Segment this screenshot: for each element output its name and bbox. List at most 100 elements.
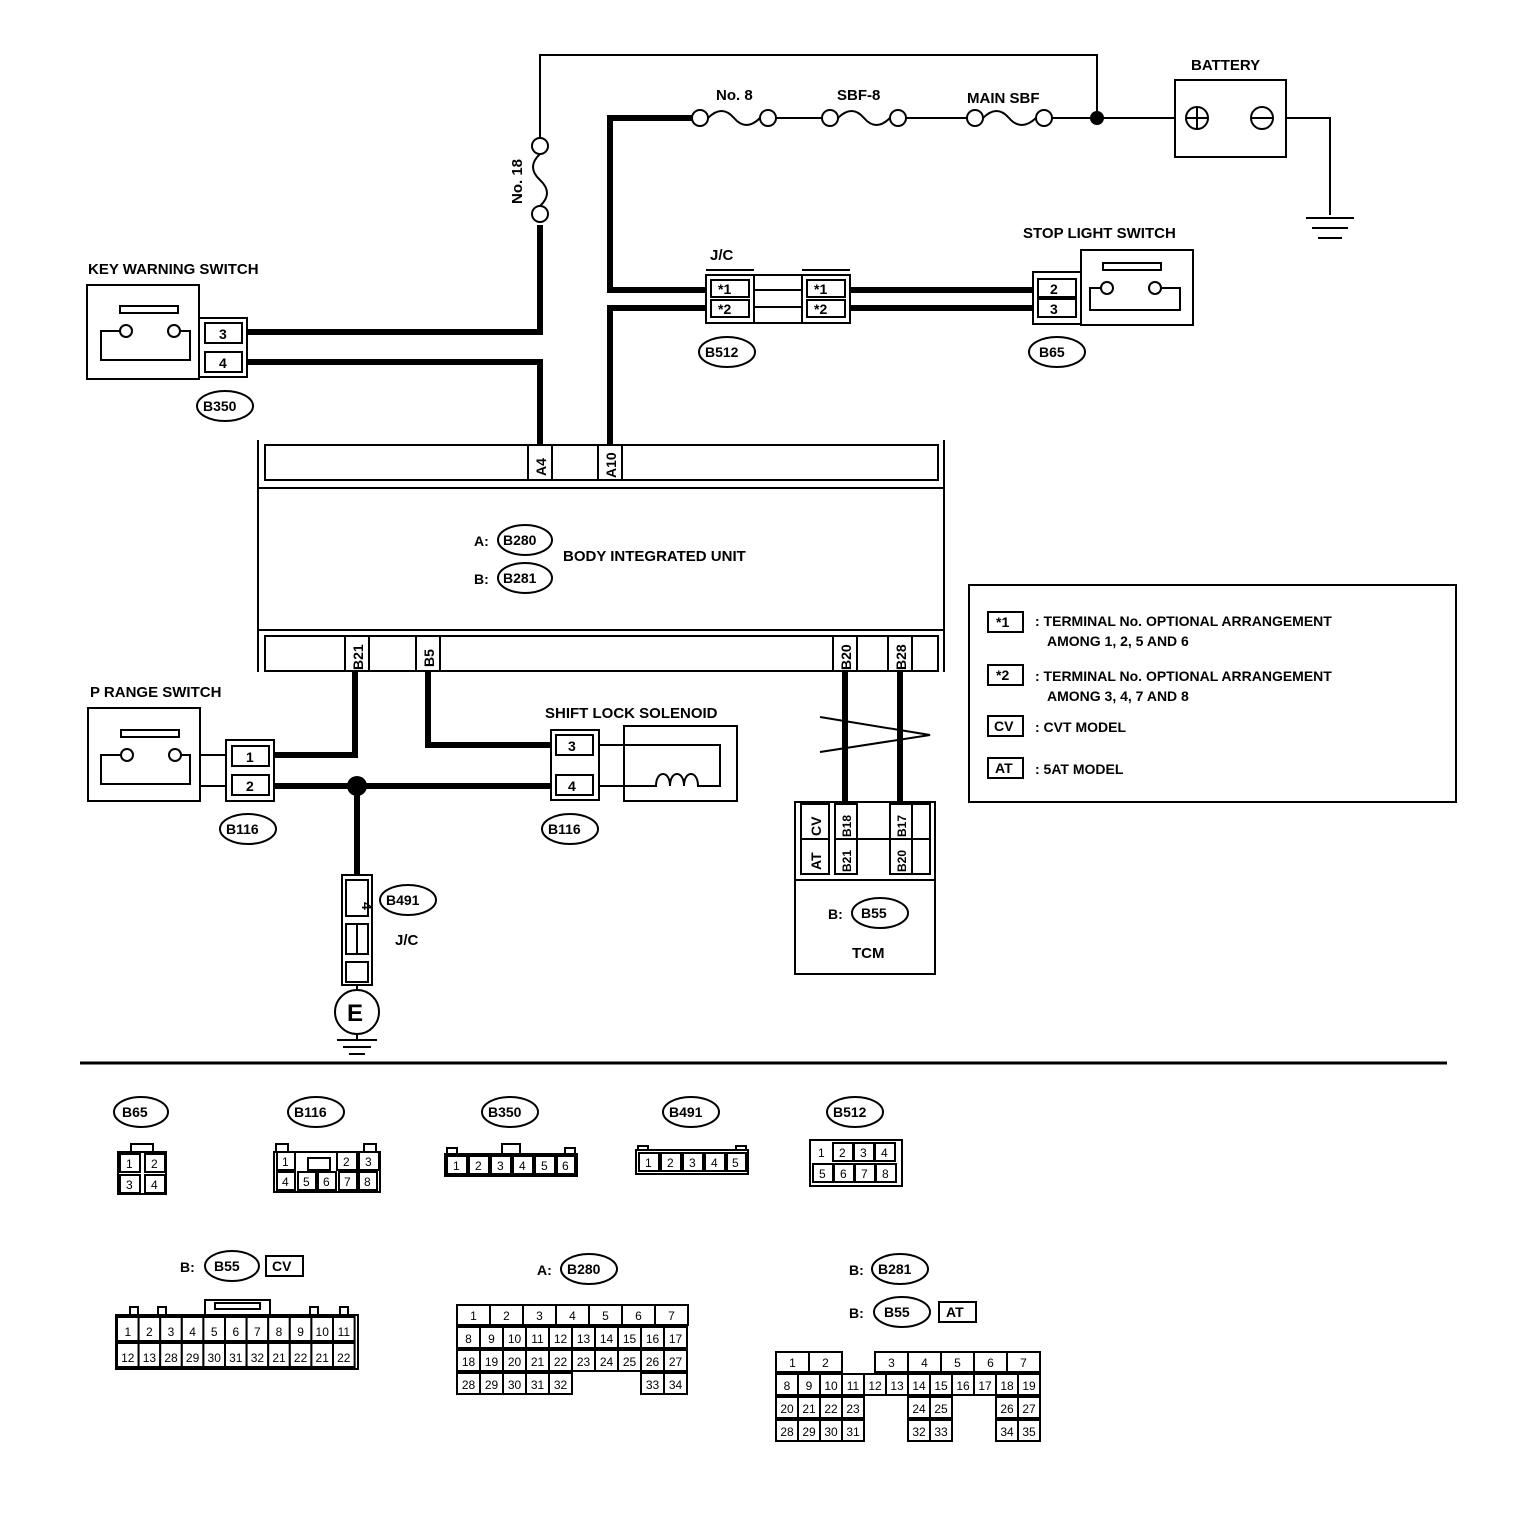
pin-number: 4 bbox=[921, 1356, 928, 1370]
pin-number: 28 bbox=[164, 1351, 178, 1365]
legend-item-2: *2 : TERMINAL No. OPTIONAL ARRANGEMENT A… bbox=[987, 664, 1332, 704]
svg-text:B491: B491 bbox=[386, 892, 420, 908]
connector-view-b350: B350 1 2 3 4 5 6 bbox=[444, 1096, 578, 1177]
svg-text:A10: A10 bbox=[603, 452, 619, 478]
svg-text:1: 1 bbox=[453, 1159, 460, 1173]
body-integrated-unit: A4 A10 B21 B5 B20 B28 A: B280 B: B281 BO… bbox=[257, 440, 945, 672]
connector-tag-b491 bbox=[379, 884, 437, 916]
pin-number: 15 bbox=[934, 1379, 948, 1393]
pin-number: 13 bbox=[143, 1351, 157, 1365]
pin-number: 3 bbox=[168, 1325, 175, 1339]
key-warning-switch: KEY WARNING SWITCH 3 4 B350 bbox=[86, 261, 259, 422]
pin-number: 17 bbox=[669, 1332, 683, 1346]
svg-text:4: 4 bbox=[519, 1159, 526, 1173]
pin-number: 25 bbox=[623, 1355, 637, 1369]
pin-number: 10 bbox=[316, 1325, 330, 1339]
svg-text:B55: B55 bbox=[884, 1304, 910, 1320]
pin-number: 12 bbox=[121, 1351, 135, 1365]
svg-text:B21: B21 bbox=[840, 850, 854, 872]
pin-number: 22 bbox=[337, 1351, 351, 1365]
svg-text:5: 5 bbox=[541, 1159, 548, 1173]
pin-number: 26 bbox=[1000, 1402, 1014, 1416]
connector-tag-b116 bbox=[541, 813, 599, 845]
joint-connector-b512: J/C *1 *2 *1 *2 B512 bbox=[698, 247, 851, 368]
pin-number: 26 bbox=[646, 1355, 660, 1369]
legend: *1 : TERMINAL No. OPTIONAL ARRANGEMENT A… bbox=[968, 584, 1457, 803]
svg-text:B:: B: bbox=[849, 1262, 864, 1278]
fuse-no18-label: No. 18 bbox=[509, 159, 526, 204]
svg-text:2: 2 bbox=[246, 778, 254, 794]
svg-text:3: 3 bbox=[568, 738, 576, 754]
pin-number: 15 bbox=[623, 1332, 637, 1346]
svg-text:6: 6 bbox=[323, 1175, 330, 1189]
pin-number: 30 bbox=[824, 1425, 838, 1439]
svg-text:B350: B350 bbox=[488, 1104, 522, 1120]
svg-text:1: 1 bbox=[246, 749, 254, 765]
wire-key-warning-to-a4 bbox=[243, 359, 543, 448]
battery: BATTERY bbox=[1174, 57, 1354, 239]
wire-battery-to-no18 bbox=[539, 54, 1098, 140]
pin-number: 7 bbox=[668, 1309, 675, 1323]
connector-tag-b55 bbox=[851, 897, 909, 929]
pin-number: 11 bbox=[531, 1332, 544, 1346]
svg-text:5: 5 bbox=[732, 1156, 739, 1170]
body-integrated-unit-label: BODY INTEGRATED UNIT bbox=[563, 548, 746, 565]
pin-number: 31 bbox=[229, 1351, 243, 1365]
svg-text:6: 6 bbox=[562, 1159, 569, 1173]
ground-icon bbox=[1306, 217, 1354, 239]
shift-lock-solenoid-label: SHIFT LOCK SOLENOID bbox=[545, 705, 718, 722]
stop-light-switch-label: STOP LIGHT SWITCH bbox=[1023, 225, 1176, 242]
pin-cell bbox=[1017, 1373, 1041, 1396]
tcm-label: TCM bbox=[852, 945, 885, 962]
svg-text:4: 4 bbox=[568, 778, 576, 794]
fuse-sbf8-label: SBF-8 bbox=[837, 87, 880, 104]
battery-label: BATTERY bbox=[1191, 57, 1260, 74]
svg-text:3: 3 bbox=[1050, 301, 1058, 317]
pin-number: 17 bbox=[978, 1379, 992, 1393]
connector-b281-strip bbox=[264, 635, 939, 672]
svg-text:AT: AT bbox=[808, 852, 824, 870]
p-range-switch-label: P RANGE SWITCH bbox=[90, 684, 221, 701]
svg-text:B281: B281 bbox=[878, 1261, 912, 1277]
pin-number: 4 bbox=[189, 1325, 196, 1339]
pin-number: 11 bbox=[338, 1325, 351, 1339]
svg-text:3: 3 bbox=[689, 1156, 696, 1170]
pin-cell bbox=[332, 1316, 356, 1342]
pin-number: 12 bbox=[554, 1332, 568, 1346]
svg-text:AT: AT bbox=[995, 760, 1013, 776]
pin-number: 11 bbox=[847, 1379, 860, 1393]
wire-no8-to-jc bbox=[607, 115, 712, 293]
pin-number: 16 bbox=[646, 1332, 660, 1346]
svg-text:: TERMINAL No. OPTIONAL ARRANG: : TERMINAL No. OPTIONAL ARRANGEMENT bbox=[1035, 613, 1332, 629]
svg-text:B491: B491 bbox=[669, 1104, 703, 1120]
pin-cell bbox=[548, 1372, 573, 1395]
svg-text:4: 4 bbox=[881, 1146, 888, 1160]
pin-number: 21 bbox=[531, 1355, 545, 1369]
pin-number: 10 bbox=[508, 1332, 522, 1346]
pin-number: 9 bbox=[297, 1325, 304, 1339]
pin-number: 8 bbox=[276, 1325, 283, 1339]
wire-battery-ground bbox=[1287, 117, 1331, 215]
pin-cell bbox=[1017, 1396, 1041, 1419]
pin-number: 27 bbox=[669, 1355, 683, 1369]
pin-number: 32 bbox=[554, 1378, 568, 1392]
tcm: CV AT B18 B17 B21 B20 B: B55 TCM bbox=[794, 801, 936, 975]
pin-number: 5 bbox=[602, 1309, 609, 1323]
svg-text:B:: B: bbox=[474, 571, 489, 587]
svg-text:*1: *1 bbox=[814, 281, 827, 297]
pin-number: 2 bbox=[503, 1309, 510, 1323]
wire-b21-to-prange-1 bbox=[270, 670, 358, 758]
svg-text:1: 1 bbox=[645, 1156, 652, 1170]
svg-text:B20: B20 bbox=[895, 850, 909, 872]
pin-cell bbox=[663, 1372, 688, 1395]
svg-text:: 5AT MODEL: : 5AT MODEL bbox=[1035, 761, 1124, 777]
pin-number: 27 bbox=[1022, 1402, 1036, 1416]
connector-tag-b116 bbox=[219, 813, 277, 845]
pin-number: 3 bbox=[888, 1356, 895, 1370]
pin-cell bbox=[663, 1326, 688, 1349]
pin-number: 25 bbox=[934, 1402, 948, 1416]
pin-number: 1 bbox=[124, 1325, 131, 1339]
pin-cell bbox=[929, 1419, 953, 1442]
